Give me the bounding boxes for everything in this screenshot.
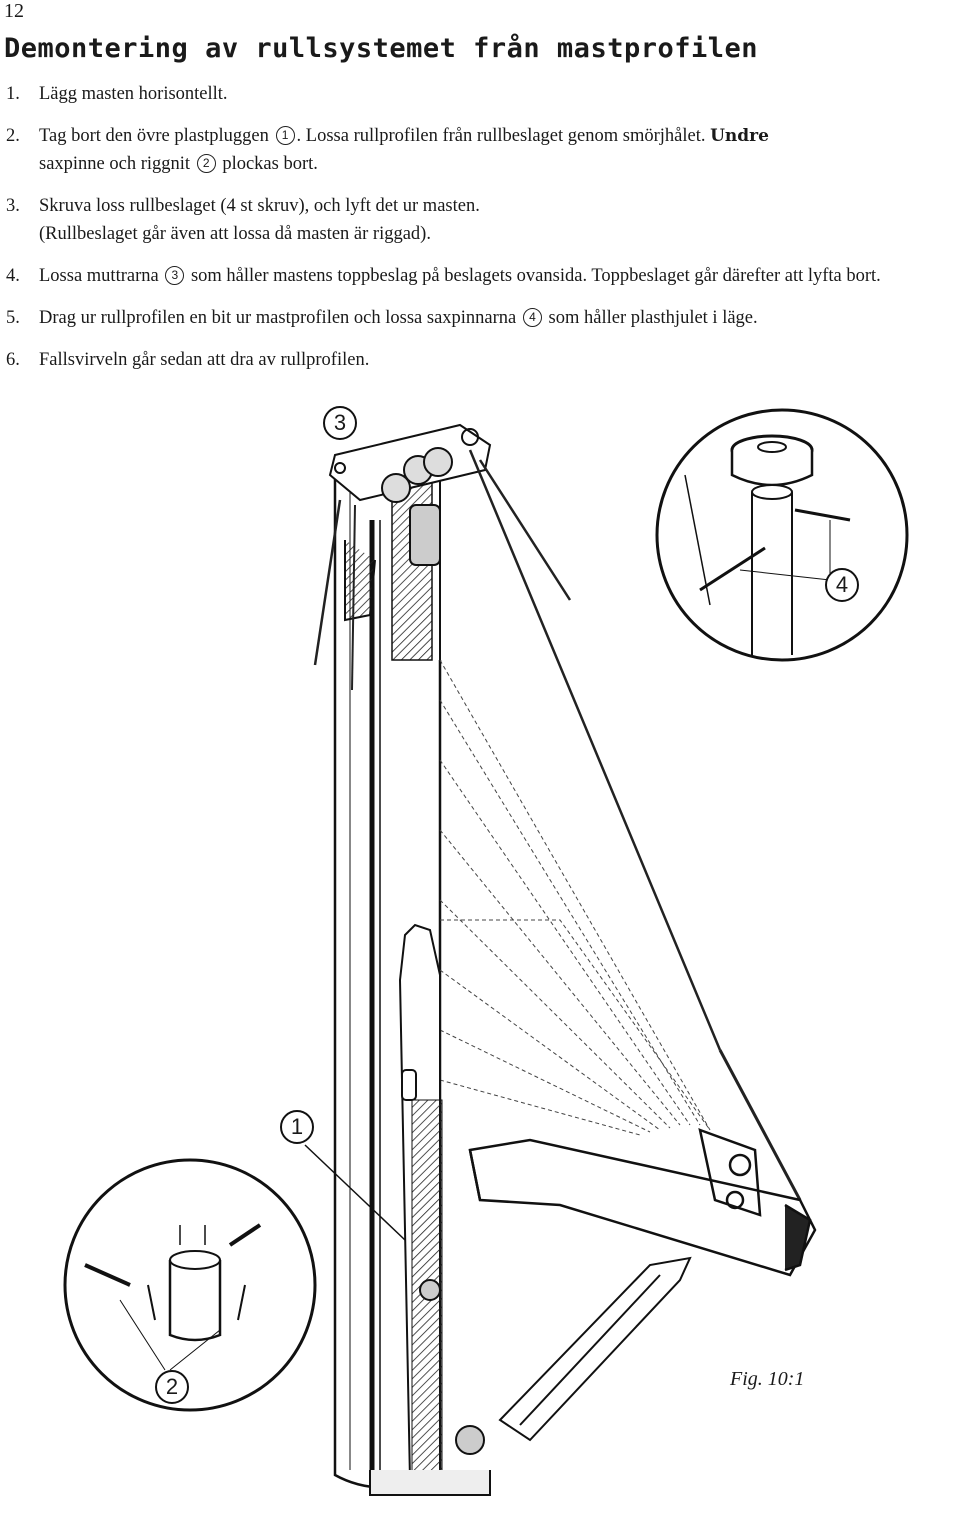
step-text-part: Drag ur rullprofilen en bit ur mastprofi… [39,308,517,328]
step-text-part: (Rullbeslaget går även att lossa då mast… [39,224,431,244]
step-5: 5. Drag ur rullprofilen en bit ur mastpr… [6,304,956,332]
step-number: 2. [6,126,20,146]
figure-caption: Fig. 10:1 [730,1368,805,1390]
step-number: 6. [6,350,20,370]
step-text: Skruva loss rullbeslaget (4 st skruv), o… [39,192,956,248]
step-text-part: som håller plasthjulet i läge. [548,308,758,328]
step-number: 3. [6,196,20,216]
step-text: Fallsvirveln går sedan att dra av rullpr… [39,350,370,370]
step-text-part: . Lossa rullprofilen från rullbeslaget g… [296,126,706,146]
callout-4: 4 [825,568,859,602]
leader-line [684,474,711,606]
step-text: Drag ur rullprofilen en bit ur mastprofi… [39,304,956,332]
page-number: 12 [4,0,24,22]
reference-marker: 1 [275,126,295,145]
sail-outline [439,659,711,1136]
step-text-part: Tag bort den övre plastpluggen [39,126,269,146]
step-text-part: plockas bort. [222,154,318,174]
boom [468,1128,817,1277]
reference-marker: 3 [165,266,185,285]
gooseneck-assembly [369,923,491,1496]
callout-3: 3 [323,406,357,440]
step-number: 1. [6,84,20,104]
detail-circle-wheel [655,408,909,662]
leader-line [304,1144,406,1241]
step-3: 3. Skruva loss rullbeslaget (4 st skruv)… [6,192,956,248]
callout-2: 2 [155,1370,189,1404]
step-text-part: saxpinne och riggnit [39,154,191,174]
reference-marker: 4 [522,308,542,327]
step-text-part: som håller mastens toppbeslag på beslage… [190,266,881,286]
callout-1: 1 [280,1110,314,1144]
step-4: 4. Lossa muttrarna 3 som håller mastens … [6,262,956,290]
mast-head-fitting [328,423,492,622]
detail-circle-pins [63,1158,317,1412]
step-2: 2. Tag bort den övre plastpluggen 1. Los… [6,122,956,178]
boom-vang [498,1256,692,1442]
step-text: Lägg masten horisontellt. [39,84,228,104]
instruction-list: 1. Lägg masten horisontellt. 2. Tag bort… [6,80,956,388]
step-number: 4. [6,266,20,286]
step-text: Lossa muttrarna 3 som håller mastens top… [39,262,956,290]
step-text: Tag bort den övre plastpluggen 1. Lossa … [39,122,956,178]
rigging-wires [313,449,802,1201]
step-6: 6. Fallsvirveln går sedan att dra av rul… [6,346,956,374]
page-title: Demontering av rullsystemet från mastpro… [4,33,758,64]
mast-illustration [63,408,909,1496]
step-1: 1. Lägg masten horisontellt. [6,80,956,108]
step-text-part: Lossa muttrarna [39,266,159,286]
step-text-part: Skruva loss rullbeslaget (4 st skruv), o… [39,196,480,216]
step-number: 5. [6,308,20,328]
reference-marker: 2 [196,154,216,173]
emphasis-text: Undre [710,126,769,146]
